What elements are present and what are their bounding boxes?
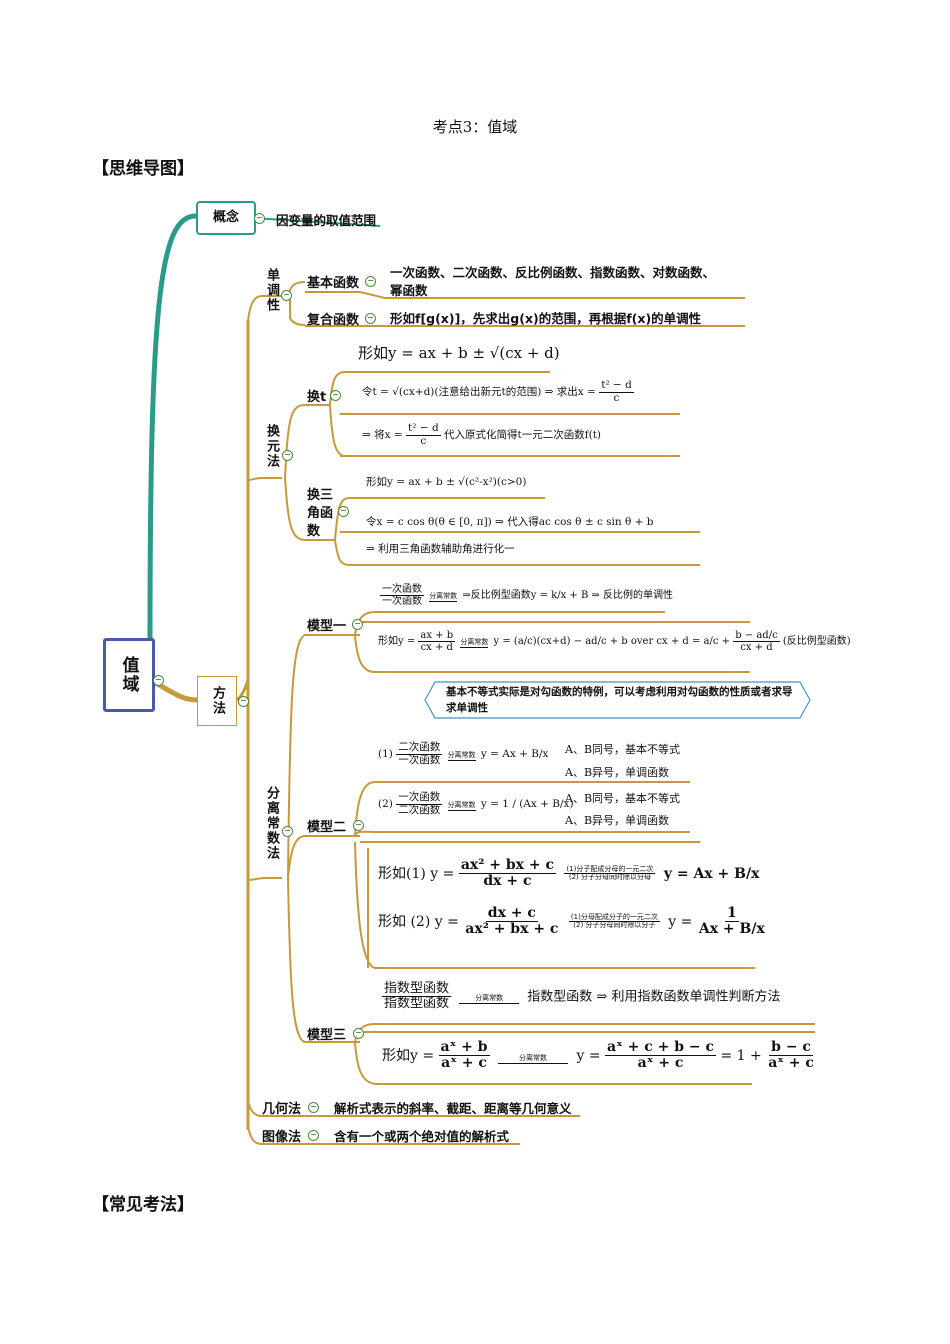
collapse-icon[interactable]: − [308, 1102, 319, 1113]
substitution-label: 换元法 [264, 424, 279, 469]
collapse-icon[interactable]: − [254, 213, 265, 224]
concept-node[interactable]: 概念 [196, 201, 256, 235]
collapse-icon[interactable]: − [352, 619, 363, 630]
collapse-icon[interactable]: − [282, 450, 293, 461]
collapse-icon[interactable]: − [238, 696, 249, 707]
substitution-form: 形如y = ax + b ± √(cx + d) [358, 344, 560, 362]
concept-text: 因变量的取值范围 [276, 213, 377, 228]
collapse-icon[interactable]: − [338, 506, 349, 517]
sub-trig-label: 换三角函数 [307, 488, 334, 539]
collapse-icon[interactable]: − [330, 390, 341, 401]
graph-text: 含有一个或两个绝对值的解析式 [334, 1129, 510, 1144]
collapse-icon[interactable]: − [365, 276, 376, 287]
basic-function-text-1: 一次函数、二次函数、反比例函数、指数函数、对数函数、 [390, 265, 716, 280]
model-two-line2-case2: A、B异号，单调函数 [565, 814, 670, 827]
model-three-label: 模型三 [307, 1028, 347, 1043]
root-label: 值域 [118, 656, 139, 694]
sub-trig-form: 形如y = ax + b ± √(c²-x²)(c>0) [366, 476, 527, 488]
section-heading-common: 【常见考法】 [92, 1195, 194, 1215]
geometry-label: 几何法 [262, 1102, 302, 1117]
tip-callout: 基本不等式实际是对勾函数的特例，可以考虑利用对勾函数的性质或者求导求单调性 [446, 686, 793, 714]
model-one-line1: 一次函数一次函数 分离常数 ⇒反比例型函数y = k/x + B ⇒ 反比例的单… [380, 584, 674, 607]
collapse-icon[interactable]: − [353, 1028, 364, 1039]
sub-trig-line1: 令x = c cos θ(θ ∈ [0, π]) ⇒ 代入得ac cos θ ±… [366, 516, 654, 528]
geometry-text: 解析式表示的斜率、截距、距离等几何意义 [334, 1101, 572, 1116]
collapse-icon[interactable]: − [308, 1130, 319, 1141]
model-two-line1-case2: A、B异号，单调函数 [565, 766, 670, 779]
collapse-icon[interactable]: − [365, 313, 376, 324]
method-label: 方法 [210, 686, 225, 716]
collapse-icon[interactable]: − [282, 826, 293, 837]
model-two-label: 模型二 [307, 820, 347, 835]
sub-t-label: 换t [307, 390, 327, 405]
collapse-icon[interactable]: − [281, 290, 292, 301]
basic-function-text-2: 幂函数 [390, 283, 428, 298]
model-two-line1: (1) 二次函数一次函数 分离常数 y = Ax + B/x [378, 741, 549, 766]
basic-function-label: 基本函数 [307, 276, 360, 291]
separation-label: 分离常数法 [264, 786, 279, 861]
section-heading-mindmap: 【思维导图】 [92, 159, 194, 179]
graph-label: 图像法 [262, 1130, 302, 1145]
method-node[interactable]: 方法 [197, 676, 237, 726]
monotonic-label: 单调性 [264, 268, 279, 313]
composite-function-text: 形如f[g(x)]，先求出g(x)的范围，再根据f(x)的单调性 [390, 311, 702, 326]
composite-function-label: 复合函数 [307, 313, 360, 328]
root-node[interactable]: 值域 [103, 638, 155, 712]
collapse-icon[interactable]: − [353, 820, 364, 831]
model-one-label: 模型一 [307, 619, 347, 634]
sub-trig-line2: ⇒ 利用三角函数辅助角进行化一 [366, 543, 515, 555]
model-two-line1-case1: A、B同号，基本不等式 [565, 743, 681, 756]
collapse-icon[interactable]: − [153, 675, 164, 686]
model-two-line2-case1: A、B同号，基本不等式 [565, 792, 681, 805]
model-three-line1: 指数型函数指数型函数 分离常数 指数型函数 ⇒ 利用指数函数单调性判断方法 [382, 981, 781, 1012]
model-two-line2: (2) 一次函数二次函数 分离常数 y = 1 / (Ax + B/x) [378, 791, 574, 816]
page-title: 考点3：值域 [432, 118, 518, 136]
